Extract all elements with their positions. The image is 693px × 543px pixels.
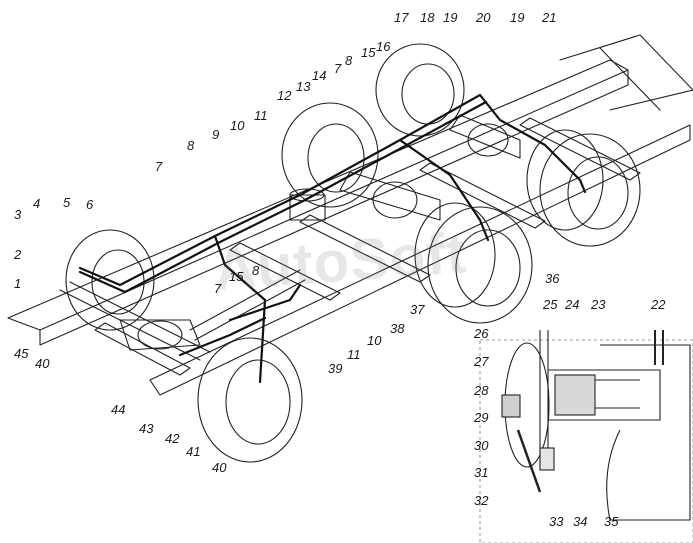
callout-23: 23	[591, 297, 606, 312]
air-line	[213, 234, 267, 384]
callout-42: 42	[165, 431, 180, 446]
callout-4: 4	[33, 196, 41, 211]
callout-27: 27	[474, 354, 489, 369]
air-line	[178, 316, 267, 357]
callout-2: 2	[14, 247, 22, 262]
callout-8c: 8	[252, 263, 260, 278]
callout-40: 40	[212, 460, 227, 475]
rear-right-wheel	[539, 133, 641, 247]
callout-36: 36	[545, 271, 560, 286]
cross-member	[299, 214, 431, 283]
air-line	[398, 138, 490, 242]
air-line	[228, 283, 302, 322]
callout-26: 26	[474, 326, 489, 341]
rear-axle-housing	[449, 114, 521, 159]
callout-41: 41	[186, 444, 201, 459]
air-line	[78, 93, 482, 287]
middle-left-wheel	[281, 102, 379, 208]
callout-8: 8	[187, 138, 195, 153]
callout-22: 22	[651, 297, 666, 312]
callout-7c: 7	[214, 281, 222, 296]
callout-39: 39	[328, 361, 343, 376]
callout-7: 7	[155, 159, 163, 174]
middle-axle-housing	[339, 171, 441, 221]
frame-rail-right	[39, 69, 629, 346]
transfer-case	[119, 319, 201, 351]
cross-member	[419, 162, 546, 229]
callout-19b: 19	[510, 10, 525, 25]
callout-10b: 10	[367, 333, 382, 348]
callout-16: 16	[376, 39, 391, 54]
callout-15: 15	[361, 45, 376, 60]
callout-3: 3	[14, 207, 22, 222]
callout-5: 5	[63, 195, 71, 210]
callout-11: 11	[254, 108, 268, 123]
callout-12: 12	[277, 88, 292, 103]
callout-43: 43	[139, 421, 154, 436]
cross-member	[519, 117, 641, 181]
middle-right-wheel	[427, 206, 533, 324]
callout-13: 13	[296, 79, 311, 94]
callout-40b: 40	[35, 356, 50, 371]
air-line	[78, 100, 488, 294]
callout-28: 28	[474, 383, 489, 398]
callout-33: 33	[549, 514, 564, 529]
callout-15b: 15	[229, 269, 244, 284]
hub-inset	[479, 330, 693, 543]
callout-14: 14	[312, 68, 327, 83]
callout-19: 19	[443, 10, 458, 25]
frame-rail-lower	[149, 124, 691, 396]
callout-9: 9	[212, 127, 220, 142]
callout-44: 44	[111, 402, 126, 417]
callout-35: 35	[604, 514, 619, 529]
callout-29: 29	[474, 410, 489, 425]
callout-1: 1	[14, 276, 22, 291]
rear-left-wheel	[375, 43, 465, 137]
cross-member	[229, 242, 341, 301]
callout-7b: 7	[334, 61, 342, 76]
callout-11b: 11	[347, 347, 361, 362]
front-left-wheel	[65, 229, 155, 331]
callout-31: 31	[474, 465, 489, 480]
callout-24: 24	[565, 297, 580, 312]
callout-18: 18	[420, 10, 435, 25]
callout-37: 37	[410, 302, 425, 317]
callout-10: 10	[230, 118, 245, 133]
cross-member	[94, 322, 191, 376]
callout-30: 30	[474, 438, 489, 453]
callout-38: 38	[390, 321, 405, 336]
air-line	[478, 93, 587, 194]
callout-32: 32	[474, 493, 489, 508]
callout-8b: 8	[345, 53, 353, 68]
callout-17: 17	[394, 10, 409, 25]
callout-20: 20	[476, 10, 491, 25]
callout-6: 6	[86, 197, 94, 212]
callout-21: 21	[542, 10, 557, 25]
callout-34: 34	[573, 514, 588, 529]
callout-25: 25	[543, 297, 558, 312]
front-right-wheel	[197, 337, 303, 463]
callout-45: 45	[14, 346, 29, 361]
